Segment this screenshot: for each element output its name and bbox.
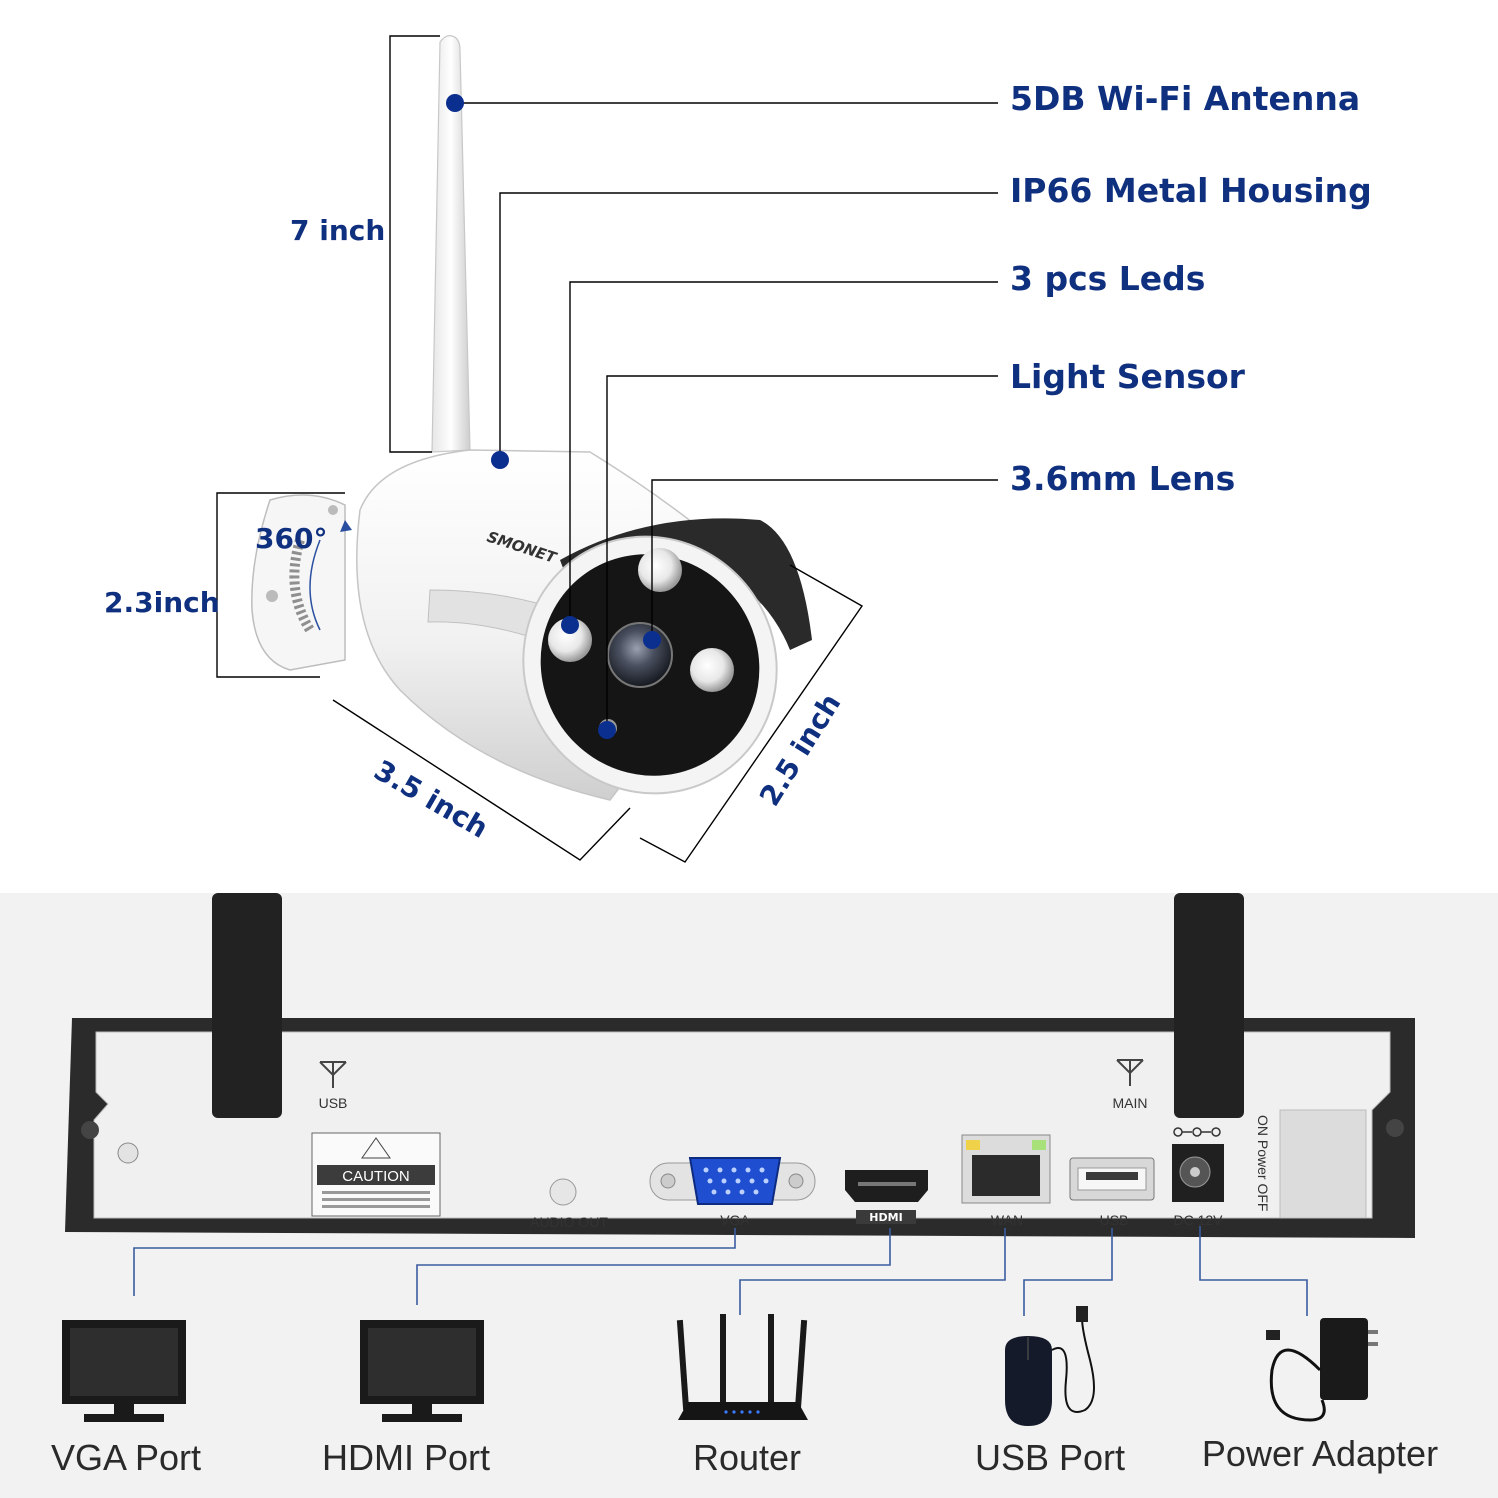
nvr-antenna-label-left: USB bbox=[319, 1095, 348, 1111]
dim-antenna-height: 7 inch bbox=[290, 214, 385, 247]
dim-rotation: 360° bbox=[255, 522, 327, 555]
dim-body-length: 3.5 inch bbox=[369, 753, 494, 844]
dim-mount-height: 2.3inch bbox=[104, 586, 220, 619]
camera-illustration: SMONET bbox=[251, 35, 812, 801]
power-adapter-icon bbox=[1266, 1318, 1378, 1422]
hdmi-monitor-icon bbox=[360, 1320, 484, 1422]
led-top bbox=[638, 548, 682, 592]
hdmi-label: HDMI bbox=[869, 1211, 902, 1224]
device-hdmi-port: HDMI Port bbox=[322, 1437, 490, 1478]
connection-lines bbox=[133, 1226, 1308, 1316]
lens bbox=[607, 622, 673, 688]
device-labels: VGA Port HDMI Port Router USB Port Power… bbox=[51, 1433, 1438, 1478]
device-usb-port: USB Port bbox=[975, 1437, 1125, 1478]
device-power-adapter: Power Adapter bbox=[1202, 1433, 1438, 1474]
router-icon bbox=[676, 1314, 808, 1420]
usb-port[interactable] bbox=[1069, 1157, 1155, 1201]
wall-mount bbox=[251, 494, 352, 671]
audio-out-label: AUDIO OUT bbox=[530, 1214, 608, 1230]
feature-housing: IP66 Metal Housing bbox=[1010, 171, 1372, 210]
power-switch[interactable] bbox=[1279, 1109, 1367, 1219]
antenna-dot bbox=[446, 94, 464, 112]
nvr-antenna-left bbox=[212, 893, 282, 1118]
antenna-icon-left bbox=[319, 1061, 347, 1088]
device-vga-port: VGA Port bbox=[51, 1437, 201, 1478]
feature-leds: 3 pcs Leds bbox=[1010, 259, 1205, 298]
caution-text: CAUTION bbox=[342, 1168, 410, 1185]
vga-connector[interactable] bbox=[649, 1157, 816, 1205]
sensor-dot bbox=[598, 721, 616, 739]
antenna bbox=[431, 35, 471, 453]
led-left bbox=[548, 618, 592, 662]
lens-dot bbox=[643, 631, 661, 649]
dimension-lines bbox=[216, 35, 864, 863]
nvr-antenna-label-right: MAIN bbox=[1113, 1095, 1148, 1111]
hdmi-connector[interactable] bbox=[845, 1170, 928, 1202]
power-switch-label: ON Power OFF bbox=[1255, 1115, 1271, 1211]
mouse-icon bbox=[1005, 1306, 1095, 1426]
housing-dot bbox=[491, 451, 509, 469]
vga-label: VGA bbox=[720, 1212, 750, 1228]
nvr-section: USB MAIN CAUTION AUDIO OUT bbox=[0, 893, 1498, 1498]
camera-body: SMONET bbox=[356, 449, 812, 801]
audio-out-jack[interactable] bbox=[549, 1178, 577, 1206]
vga-monitor-icon bbox=[62, 1320, 186, 1422]
feature-light-sensor: Light Sensor bbox=[1010, 357, 1246, 396]
caution-label: CAUTION bbox=[311, 1132, 441, 1217]
feature-leaders bbox=[446, 94, 998, 739]
antenna-icon-right bbox=[1116, 1059, 1144, 1086]
leds-dot bbox=[561, 616, 579, 634]
dc-label: DC 12V bbox=[1173, 1212, 1223, 1228]
feature-lens: 3.6mm Lens bbox=[1010, 459, 1235, 498]
device-router: Router bbox=[693, 1437, 801, 1478]
led-right bbox=[690, 648, 734, 692]
wan-port[interactable] bbox=[961, 1134, 1051, 1204]
usb-label: USB bbox=[1100, 1212, 1129, 1228]
nvr-antenna-right bbox=[1174, 893, 1244, 1118]
dc-power-jack[interactable] bbox=[1172, 1127, 1224, 1202]
feature-antenna: 5DB Wi-Fi Antenna bbox=[1010, 79, 1360, 118]
wan-label: WAN bbox=[991, 1212, 1023, 1228]
feature-labels: 5DB Wi-Fi Antenna IP66 Metal Housing 3 p… bbox=[1010, 79, 1372, 498]
